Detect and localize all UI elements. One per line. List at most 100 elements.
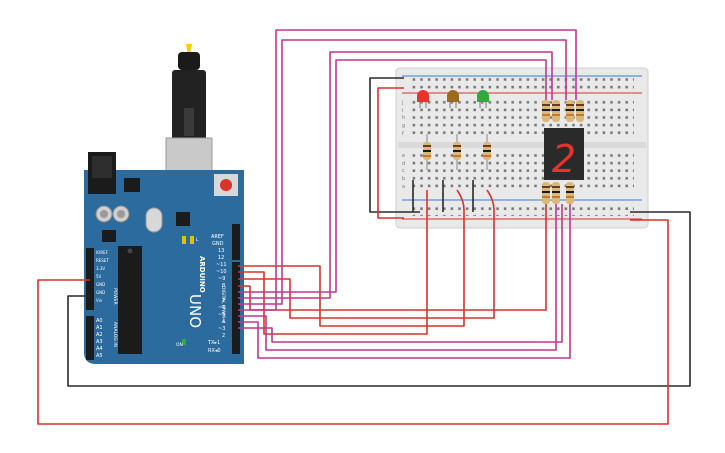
pin-label: IOREF	[96, 250, 109, 255]
on-label: ON	[176, 342, 183, 348]
pin-label: 4	[222, 319, 225, 325]
tx-led	[182, 236, 186, 244]
pin-label: ~5	[218, 312, 225, 318]
pin-label: 2	[222, 333, 225, 339]
on-led	[182, 339, 186, 345]
led-red[interactable]	[417, 90, 429, 108]
pin-label: RESET	[96, 258, 109, 263]
row-letter: g	[402, 123, 405, 129]
analog-in-label: ANALOG IN	[112, 322, 118, 347]
wire-magenta[interactable]	[238, 204, 563, 343]
pin-label: 8	[222, 283, 225, 289]
usb-cable	[178, 52, 200, 70]
pin-label: Vin	[96, 298, 103, 303]
power-section-label: POWER	[112, 288, 118, 305]
rx-led	[190, 236, 194, 244]
resistor[interactable]	[542, 182, 550, 204]
wire-magenta[interactable]	[238, 39, 567, 305]
resistor[interactable]	[576, 100, 584, 122]
wire-magenta[interactable]	[238, 59, 547, 293]
row-letter: i	[402, 108, 403, 114]
crystal-oscillator	[145, 207, 163, 233]
pin-label: 7	[222, 298, 225, 304]
resistor[interactable]	[542, 100, 550, 122]
wire-black[interactable]	[369, 77, 420, 213]
leds	[417, 90, 489, 108]
pin-label: AREF	[211, 234, 224, 240]
upper-terminal-holes	[412, 99, 634, 137]
pin-label: A3	[96, 339, 103, 345]
resistor[interactable]	[566, 100, 574, 122]
pin-label: A0	[96, 318, 103, 324]
resistor[interactable]	[552, 182, 560, 204]
reset-button-cap[interactable]	[220, 179, 232, 191]
lightning-icon	[186, 44, 192, 54]
wire-magenta[interactable]	[238, 51, 553, 299]
board-labels: ARDUINO UNO DIGITAL (PWM~) POWER ANALOG …	[112, 237, 226, 348]
power-header	[86, 248, 94, 310]
uno-model-text: UNO	[186, 294, 204, 328]
row-letter: b	[402, 176, 405, 182]
bottom-rail-holes	[412, 203, 634, 216]
chip-notch	[127, 248, 133, 254]
power-jack-inner	[92, 156, 112, 178]
pin-label: ~3	[218, 326, 225, 332]
wire-red[interactable]	[37, 219, 669, 425]
analog-pin-labels: A0 A1 A2 A3 A4 A5	[96, 318, 103, 359]
breadboard-row-letters: j i h g f e d c b a	[401, 100, 405, 190]
bottom-pin-labels: 7 ~6 ~5 4 ~3 2 TX▸1 RX◂0	[207, 298, 225, 354]
row-letter: d	[402, 161, 405, 167]
pin-label: A5	[96, 353, 103, 359]
seven-segment-display[interactable]: 2	[544, 128, 584, 181]
breadboard: j i h g f e d c b a	[395, 67, 649, 229]
pin-label: TX▸1	[207, 340, 220, 346]
wire-magenta[interactable]	[238, 204, 557, 351]
wire-red[interactable]	[377, 87, 404, 219]
resistor[interactable]	[552, 100, 560, 122]
digital-header-bottom	[232, 262, 240, 354]
voltage-regulator	[124, 178, 140, 192]
row-letter: e	[402, 153, 405, 159]
pin-label: 5V	[96, 274, 102, 279]
usb-controller-chip	[176, 212, 190, 226]
analog-header	[86, 316, 94, 360]
top-pin-labels: AREF GND 13 12 ~11 ~10 ~9 8	[211, 234, 227, 289]
wire-red[interactable]	[238, 189, 465, 327]
pin-label: 12	[218, 255, 224, 261]
led-green[interactable]	[477, 90, 489, 108]
row-letter: a	[402, 184, 405, 190]
wire-black[interactable]	[67, 211, 691, 387]
pin-label: ~10	[216, 269, 227, 275]
wire-red[interactable]	[238, 190, 428, 335]
pin-label: GND	[96, 290, 105, 295]
resistor[interactable]	[423, 134, 431, 170]
pin-label: ~6	[218, 305, 225, 311]
icsp-header	[102, 230, 116, 242]
wires	[37, 29, 691, 425]
resistor[interactable]	[483, 134, 491, 170]
capacitor-top	[117, 210, 125, 218]
led-yellow[interactable]	[447, 90, 459, 108]
wire-magenta[interactable]	[238, 204, 571, 359]
row-letter: j	[401, 100, 403, 106]
pin-label: RX◂0	[208, 348, 221, 354]
pin-label: A2	[96, 332, 103, 338]
usb-plug	[172, 70, 206, 142]
digital-pwm-label: DIGITAL (PWM~)	[220, 286, 226, 324]
top-rail-holes	[412, 78, 634, 91]
l-label: L	[196, 237, 199, 243]
wire-magenta[interactable]	[238, 29, 577, 311]
pin-label: A4	[96, 346, 103, 352]
row-letter: h	[402, 115, 405, 121]
resistor[interactable]	[453, 134, 461, 170]
lower-terminal-holes	[412, 152, 634, 190]
wire-red[interactable]	[238, 189, 495, 319]
pin-label: ~9	[218, 276, 225, 282]
pin-label: A1	[96, 325, 103, 331]
usb-plug-detail	[184, 108, 194, 136]
arduino-uno: ARDUINO UNO DIGITAL (PWM~) POWER ANALOG …	[84, 44, 244, 364]
resistor[interactable]	[566, 182, 574, 204]
digital-header-top	[232, 224, 240, 260]
pin-label: 13	[218, 248, 224, 254]
